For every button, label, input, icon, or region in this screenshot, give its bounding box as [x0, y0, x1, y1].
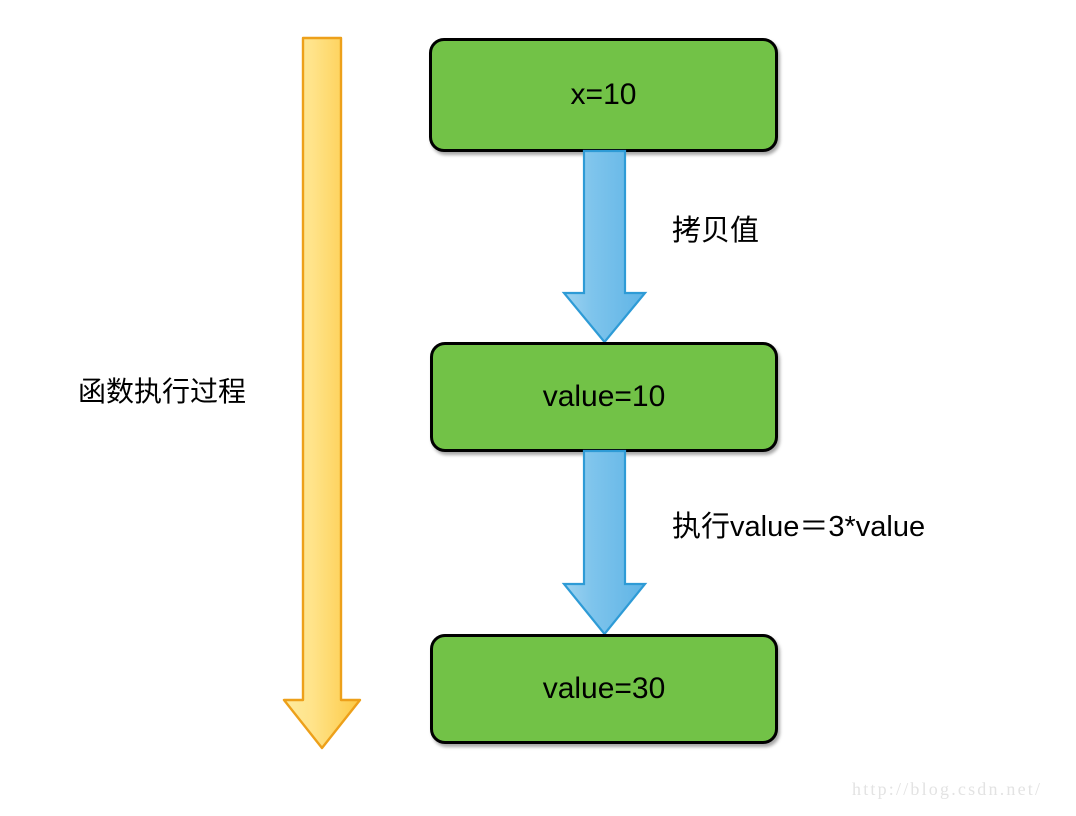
node-value-out-label: value=30 — [542, 672, 666, 705]
node-value-out[interactable]: value=30 — [430, 634, 778, 744]
edge-exec-label: 执行value＝3*value — [672, 511, 926, 543]
node-value-in-label: value=10 — [542, 380, 666, 413]
node-value-in[interactable]: value=10 — [430, 342, 778, 452]
edge-copy-arrow-shape — [561, 149, 648, 344]
watermark-text: http://blog.csdn.net/ — [852, 779, 1043, 799]
edge-copy-arrow — [561, 149, 648, 344]
flow-arrow-shape — [282, 36, 362, 750]
node-x[interactable]: x=10 — [429, 38, 778, 152]
edge-copy-label: 拷贝值 — [672, 215, 760, 247]
flow-arrow-label: 函数执行过程 — [78, 376, 247, 407]
node-x-label: x=10 — [570, 78, 637, 111]
flow-direction-arrow — [282, 36, 362, 750]
edge-exec-arrow-shape — [561, 449, 648, 636]
edge-exec-arrow — [561, 449, 648, 636]
